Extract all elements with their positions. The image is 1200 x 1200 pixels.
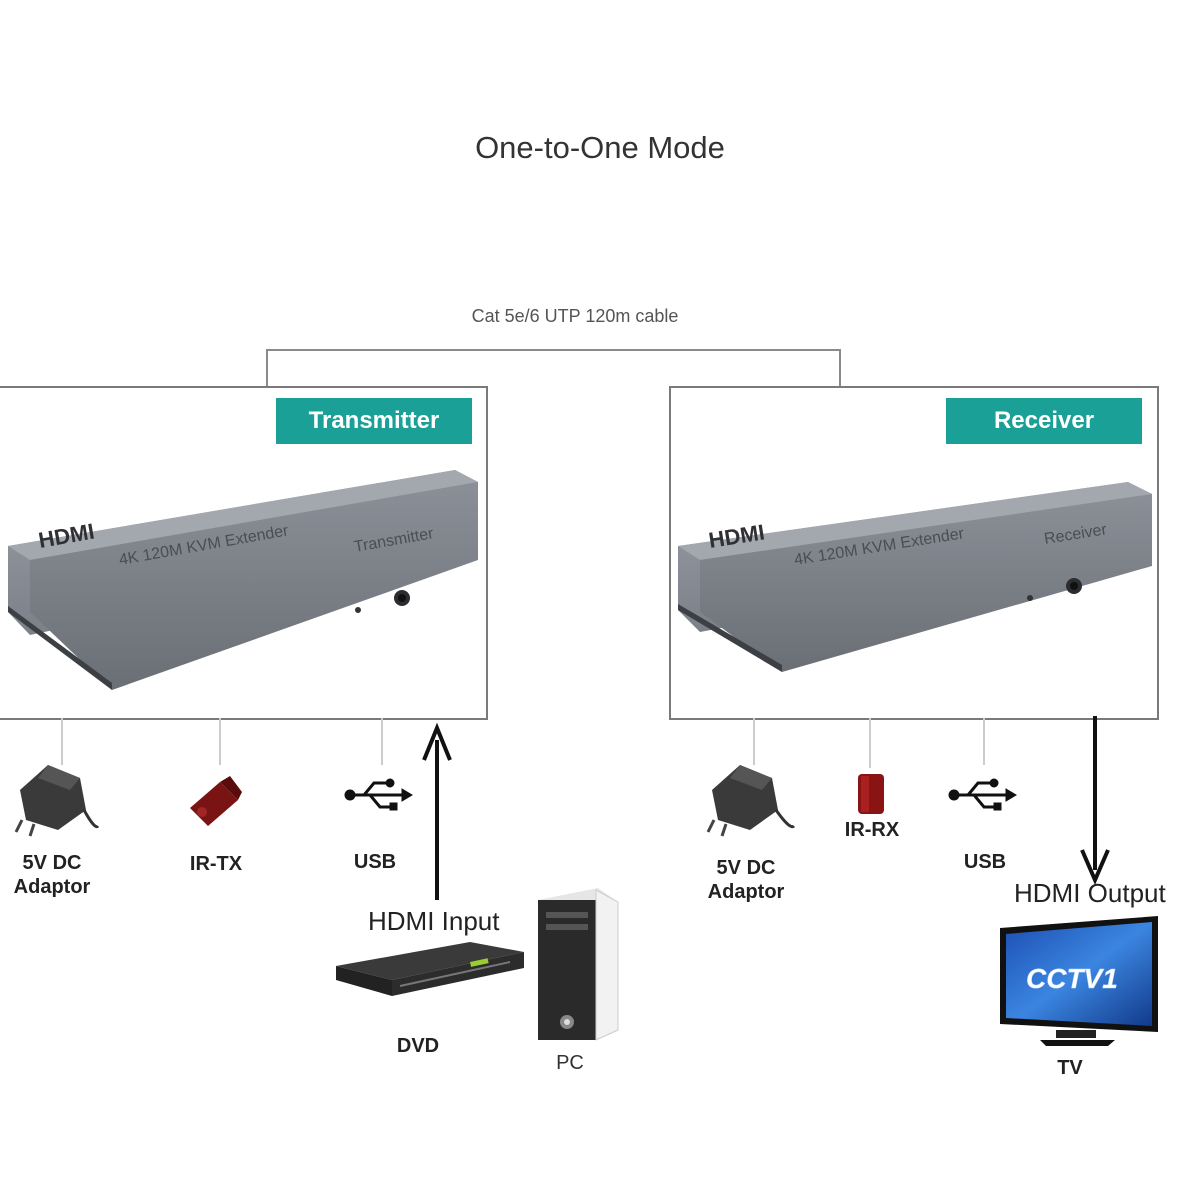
pc-label: PC — [556, 1052, 584, 1074]
adaptor-label-line2: Adaptor — [13, 876, 91, 898]
power-adaptor-icon — [706, 765, 796, 837]
power-adaptor-icon — [14, 765, 100, 837]
ir-rx-label: IR-RX — [844, 819, 900, 841]
receiver-device — [678, 482, 1152, 672]
usb-label-left: USB — [353, 851, 397, 873]
adaptor-label-line1: 5V DC — [22, 852, 82, 874]
transmitter-badge: Transmitter — [276, 398, 472, 444]
usb-label-right: USB — [963, 851, 1007, 873]
pc-tower-icon — [538, 888, 619, 1041]
dvd-label: DVD — [396, 1035, 440, 1057]
adaptor-label-line2: Adaptor — [707, 881, 785, 903]
cable-label: Cat 5e/6 UTP 120m cable — [471, 306, 679, 326]
usb-icon — [948, 778, 1017, 811]
hdmi-input-label: HDMI Input — [368, 906, 500, 936]
ir-rx-icon — [858, 774, 884, 814]
cable-line — [266, 349, 841, 386]
transmitter-device — [8, 470, 478, 690]
tv-logo-text: CCTV1 — [1026, 963, 1118, 994]
hdmi-output-label: HDMI Output — [1014, 878, 1166, 908]
receiver-badge: Receiver — [946, 398, 1142, 444]
diagram-title: One-to-One Mode — [475, 130, 725, 165]
hdmi-input-arrow — [422, 722, 452, 900]
usb-icon — [344, 778, 413, 811]
adaptor-label-line1: 5V DC — [716, 857, 776, 879]
hdmi-output-arrow — [1080, 716, 1110, 886]
dvd-player-icon — [336, 942, 524, 996]
ir-tx-label: IR-TX — [189, 853, 243, 875]
ir-tx-icon — [190, 776, 242, 826]
adaptor-label-left: 5V DC Adaptor — [0, 851, 104, 899]
adaptor-label-right: 5V DC Adaptor — [694, 856, 798, 904]
tv-icon — [1000, 916, 1158, 1046]
tv-label: TV — [1057, 1057, 1083, 1079]
